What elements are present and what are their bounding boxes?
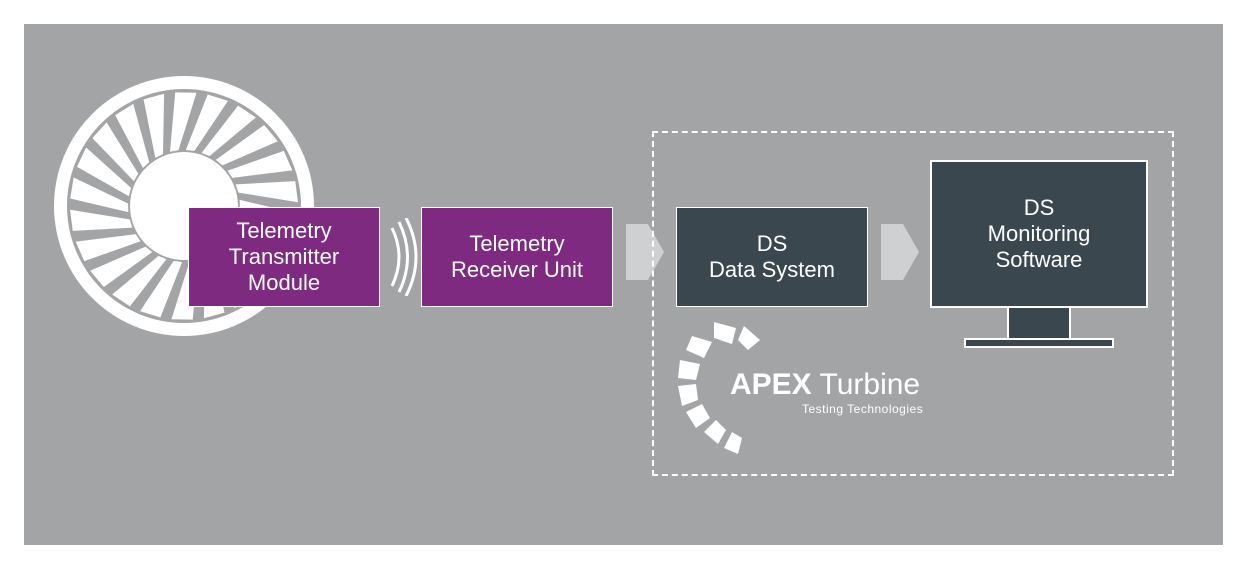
turbine-blade [112, 255, 167, 307]
monitor-base [964, 338, 1114, 348]
monitor-icon: DS Monitoring Software [930, 160, 1148, 308]
turbine-blade [70, 209, 133, 231]
telemetry-receiver-box: Telemetry Receiver Unit [421, 207, 613, 307]
apex-logo-tagline: Testing Technologies [802, 402, 924, 416]
turbine-blade [169, 92, 197, 152]
arrow-right-icon [626, 224, 664, 280]
turbine-blade [140, 261, 183, 318]
turbine-blade [185, 94, 228, 151]
turbine-blade [92, 122, 139, 182]
arrow-right-icon [881, 224, 919, 280]
monitoring-software-label: DS Monitoring Software [987, 195, 1091, 272]
turbine-blade [90, 246, 153, 288]
turbine-icon [54, 76, 314, 336]
turbine-blade [235, 181, 298, 203]
diagram-panel: Telemetry Transmitter Module Telemetry R… [24, 24, 1223, 545]
turbine-blade [215, 124, 278, 166]
turbine-blade [201, 105, 256, 157]
apex-logo-icon [678, 322, 760, 454]
data-system-boundary [652, 131, 1174, 476]
turbine-blade [115, 103, 150, 168]
data-system-box: DS Data System [676, 207, 868, 307]
monitor-stand [1007, 306, 1071, 340]
signal-waves-icon [390, 218, 418, 296]
turbine-blade [70, 177, 129, 213]
turbine-blade [143, 93, 165, 158]
turbine-blade [75, 234, 141, 262]
turbine-blade [76, 147, 132, 197]
turbine-blade [227, 150, 293, 178]
apex-logo-wordmark: APEX Turbine [730, 368, 921, 401]
telemetry-transmitter-box: Telemetry Transmitter Module [188, 207, 380, 307]
